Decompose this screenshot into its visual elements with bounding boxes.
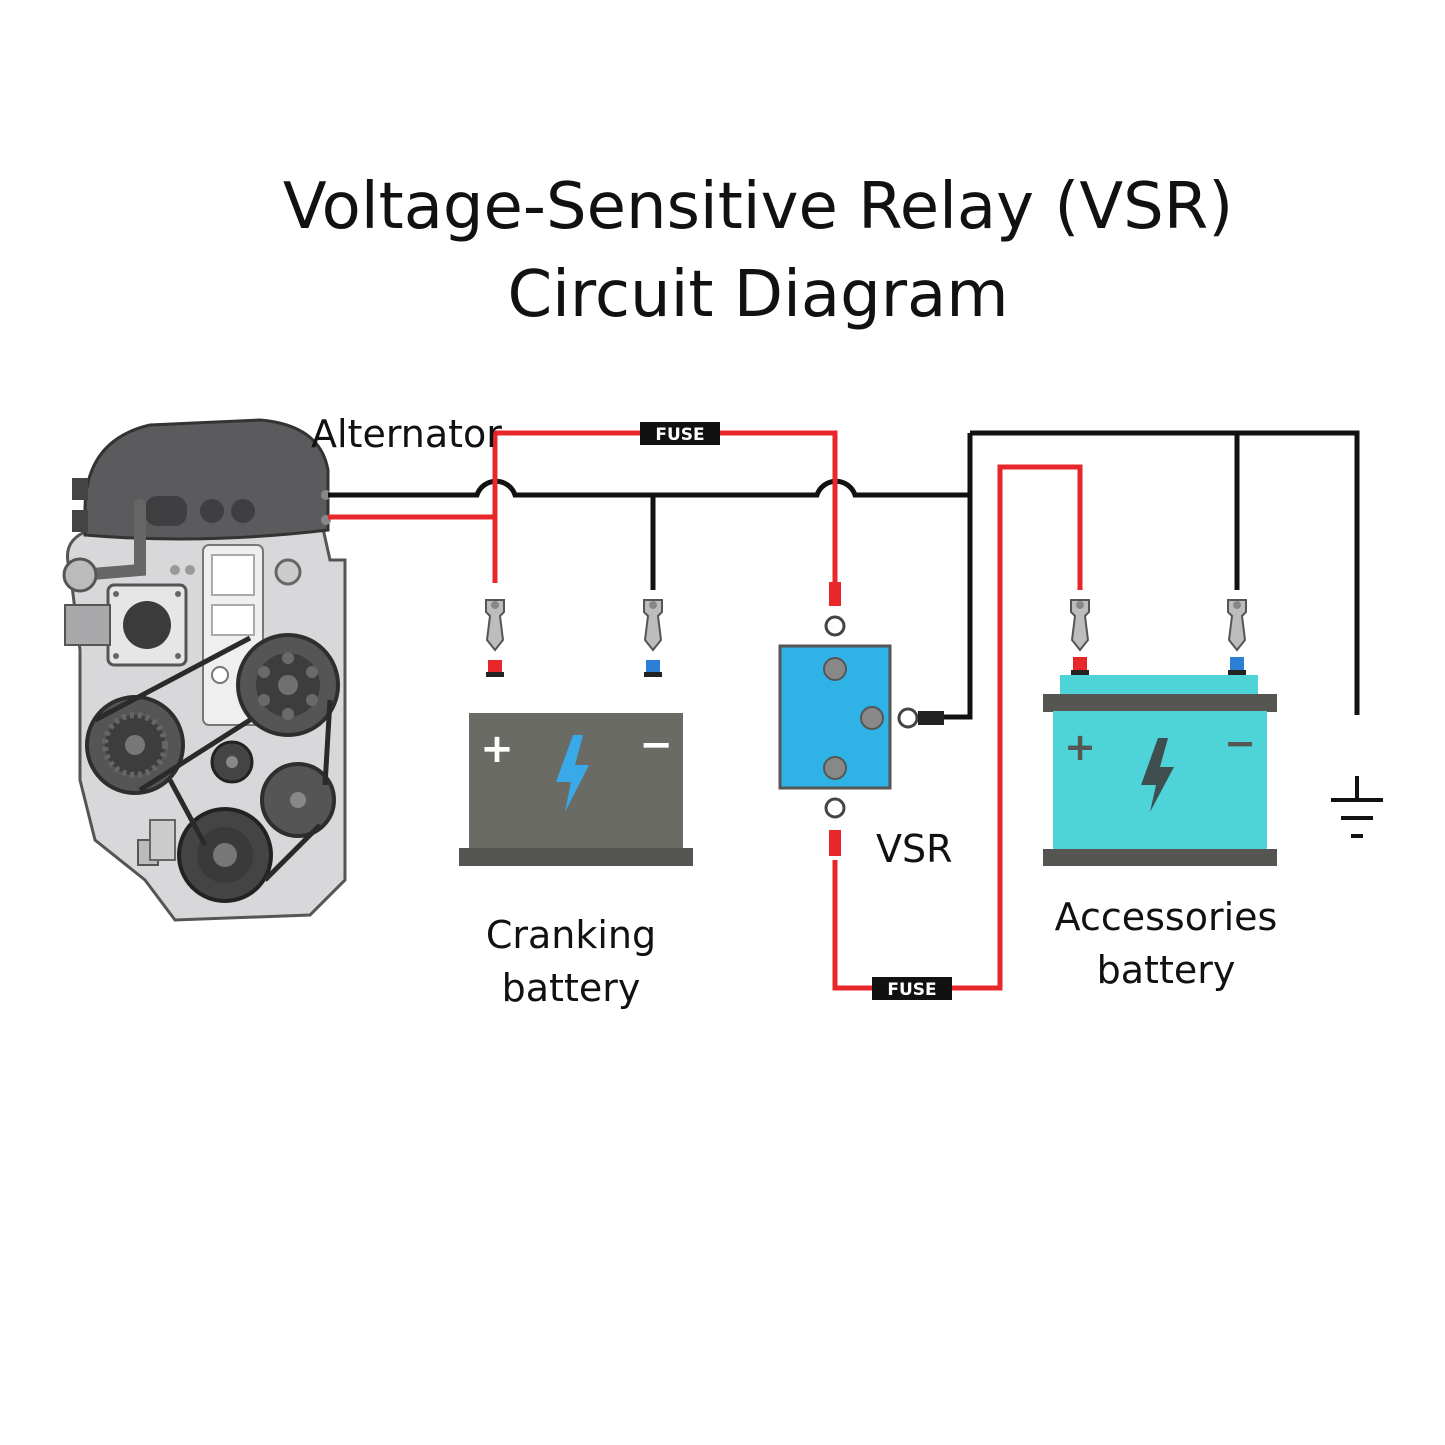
title-line-2: Circuit Diagram <box>507 258 1008 332</box>
clamp-icon <box>1070 599 1090 652</box>
lightning-bolt-icon <box>1141 738 1174 812</box>
clamp-icon <box>643 599 663 652</box>
accessories-battery-label-line-1: Accessories <box>1055 895 1278 939</box>
vsr-top-connector <box>829 582 841 606</box>
positive-wiring <box>328 430 1083 991</box>
fuse-top: FUSE <box>640 422 720 445</box>
cranking-battery-label-line-1: Cranking <box>486 913 656 957</box>
cranking-minus-sign: − <box>639 722 673 768</box>
accessories-positive-terminal <box>1073 657 1087 671</box>
vsr-relay <box>778 582 944 856</box>
clamp-icon <box>1227 599 1247 652</box>
ground-icon <box>1331 776 1383 838</box>
cranking-plus-sign: + <box>480 726 514 772</box>
accessories-minus-sign: − <box>1224 721 1256 765</box>
cranking-battery-label-line-2: battery <box>502 966 641 1010</box>
accessories-battery-label-line-2: battery <box>1097 948 1236 992</box>
title-line-1: Voltage-Sensitive Relay (VSR) <box>283 170 1233 244</box>
clamp-icon <box>485 599 505 652</box>
fuse-bottom-label: FUSE <box>887 980 936 1000</box>
accessories-ground-bus <box>970 430 1360 715</box>
negative-wiring <box>328 430 1360 720</box>
accessories-negative-terminal <box>1230 657 1244 671</box>
lightning-bolt-icon <box>556 735 589 812</box>
vsr-bottom-connector <box>829 830 841 856</box>
fuse-bottom: FUSE <box>872 977 952 1000</box>
fuse-top-label: FUSE <box>655 425 704 445</box>
cranking-battery: + − <box>459 660 693 866</box>
alternator-negative-wire <box>328 478 970 498</box>
accessories-battery: + − <box>1043 657 1277 866</box>
vsr-output-wire <box>832 464 1083 991</box>
vsr-ground-wire <box>940 433 973 720</box>
vsr-label: VSR <box>876 827 953 871</box>
top-fuse-wire <box>492 430 838 583</box>
engine-illustration <box>62 418 347 922</box>
cranking-positive-terminal <box>488 660 502 674</box>
cranking-negative-terminal <box>646 660 660 674</box>
alternator-label: Alternator <box>311 412 502 456</box>
accessories-plus-sign: + <box>1064 725 1096 769</box>
